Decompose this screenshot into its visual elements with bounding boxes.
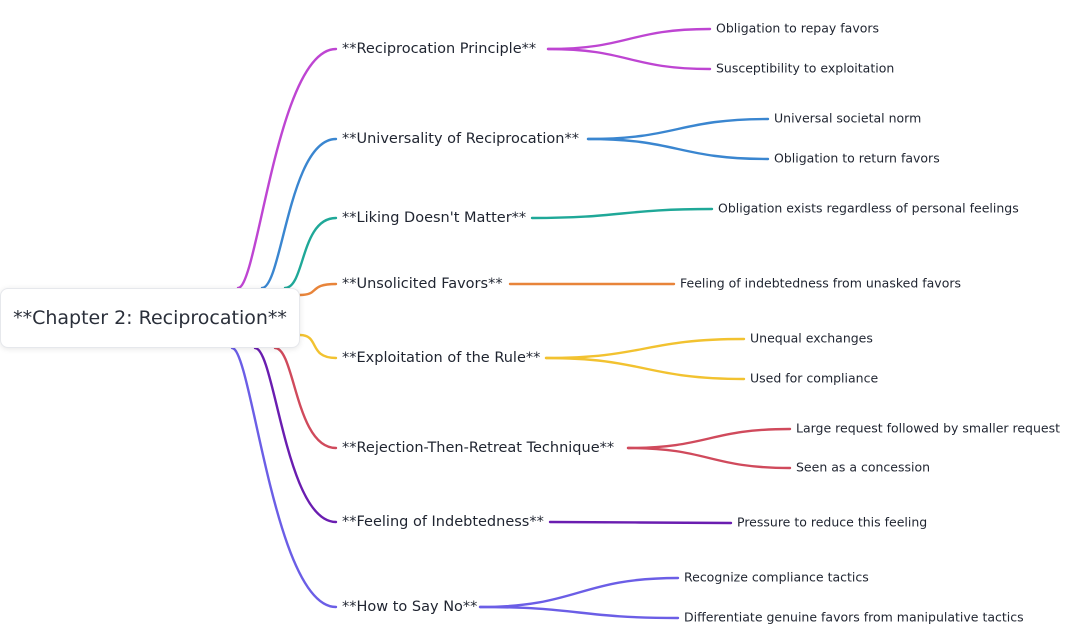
subtopic-label-1-2[interactable]: Susceptibility to exploitation — [716, 61, 894, 76]
subtopic-label-4-1[interactable]: Feeling of indebtedness from unasked fav… — [680, 276, 961, 291]
branch-connector-8 — [230, 346, 338, 609]
root-node[interactable]: **Chapter 2: Reciprocation** — [0, 288, 300, 348]
branch-connector-3 — [283, 216, 338, 290]
subtopic-label-8-1[interactable]: Recognize compliance tactics — [684, 570, 869, 585]
child-connector-5-2 — [544, 356, 746, 381]
topic-label-4[interactable]: **Unsolicited Favors** — [342, 276, 503, 292]
child-connector-2-1 — [586, 117, 770, 141]
subtopic-label-8-2[interactable]: Differentiate genuine favors from manipu… — [684, 610, 1024, 625]
subtopic-label-5-2[interactable]: Used for compliance — [750, 371, 878, 386]
topic-label-2[interactable]: **Universality of Reciprocation** — [342, 131, 579, 147]
child-connector-6-1 — [626, 427, 792, 450]
child-connector-8-2 — [478, 605, 680, 620]
edges-layer — [230, 27, 792, 620]
subtopic-label-3-1[interactable]: Obligation exists regardless of personal… — [718, 201, 1019, 216]
subtopic-label-7-1[interactable]: Pressure to reduce this feeling — [737, 515, 927, 530]
topic-label-7[interactable]: **Feeling of Indebtedness** — [342, 514, 544, 530]
child-connector-3-1 — [530, 207, 714, 220]
child-connector-6-2 — [626, 446, 792, 470]
root-node-label: **Chapter 2: Reciprocation** — [13, 307, 287, 329]
subtopic-label-6-2[interactable]: Seen as a concession — [796, 460, 930, 475]
child-connector-7-1 — [548, 520, 733, 525]
child-connector-8-1 — [478, 576, 680, 609]
subtopic-label-2-1[interactable]: Universal societal norm — [774, 111, 921, 126]
branch-connector-4 — [298, 282, 338, 297]
branch-connector-6 — [273, 346, 338, 450]
topic-label-6[interactable]: **Rejection-Then-Retreat Technique** — [342, 440, 614, 456]
subtopic-label-1-1[interactable]: Obligation to repay favors — [716, 21, 879, 36]
branch-connector-1 — [236, 47, 338, 290]
branch-connector-7 — [253, 346, 338, 524]
topic-label-3[interactable]: **Liking Doesn't Matter** — [342, 210, 526, 226]
child-connector-2-2 — [586, 137, 770, 161]
topic-label-1[interactable]: **Reciprocation Principle** — [342, 41, 536, 57]
child-connector-1-2 — [546, 47, 712, 71]
topic-label-5[interactable]: **Exploitation of the Rule** — [342, 350, 540, 366]
child-connector-1-1 — [546, 27, 712, 51]
child-connector-5-1 — [544, 337, 746, 360]
subtopic-label-2-2[interactable]: Obligation to return favors — [774, 151, 940, 166]
subtopic-label-6-1[interactable]: Large request followed by smaller reques… — [796, 421, 1060, 436]
topic-label-8[interactable]: **How to Say No** — [342, 599, 477, 615]
branch-connector-5 — [298, 333, 338, 360]
branch-connector-2 — [260, 137, 338, 290]
labels-layer: **Reciprocation Principle** Obligation to… — [342, 21, 1060, 625]
subtopic-label-5-1[interactable]: Unequal exchanges — [750, 331, 873, 346]
